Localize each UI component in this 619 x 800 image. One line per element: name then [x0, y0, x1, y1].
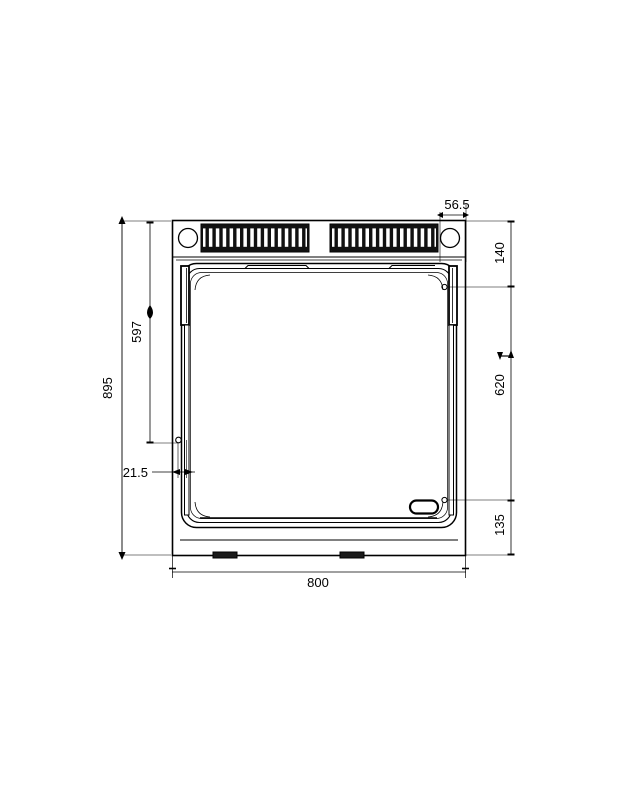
oven-door-panel[interactable] [175, 262, 458, 529]
door-handle-strip-right[interactable] [448, 265, 458, 516]
support-foot-right [339, 551, 365, 559]
dimension-label-door-height: 597 [129, 321, 144, 343]
door-top-trim-right [355, 264, 435, 270]
dimension-door-height: 597 [129, 221, 178, 444]
door-corner-detail-bottom-left [194, 501, 211, 518]
support-feet-group [212, 551, 365, 559]
dimension-label-cavity-height: 620 [492, 374, 507, 396]
dimension-base-height: 135 [447, 499, 515, 556]
dimension-plinth-offset: 21.5 [123, 440, 195, 480]
dimension-top-panel-height: 140 [447, 220, 515, 288]
dimension-label-overall-height: 895 [100, 377, 115, 399]
dimension-label-plinth-offset: 21.5 [123, 465, 148, 480]
door-corner-detail-top-right [427, 274, 444, 291]
dimension-arrow-marker-597 [147, 305, 153, 319]
dimension-overall-width: 800 [169, 556, 469, 590]
door-handle-strip-left[interactable] [180, 265, 190, 516]
dimension-control-inset: 56.5 [437, 197, 470, 262]
burner-ring-icon-right [439, 227, 461, 249]
dimension-label-top-panel-height: 140 [492, 242, 507, 264]
door-glass-outline [190, 272, 448, 519]
top-panel-group [177, 223, 461, 253]
door-corner-detail-bottom-right [427, 501, 444, 518]
dimension-label-overall-width: 800 [307, 575, 329, 590]
grille-slats-right [332, 226, 436, 250]
door-top-trim-left [199, 264, 355, 270]
door-corner-detail-top-left [194, 274, 211, 291]
hinge-pin-left [175, 436, 182, 444]
dimension-overall-height: 895 [100, 216, 171, 560]
support-foot-left [212, 551, 238, 559]
door-latch-oval[interactable] [408, 499, 440, 515]
grille-slats-left [203, 226, 307, 250]
dimension-label-base-height: 135 [492, 514, 507, 536]
ventilation-grille-left [200, 223, 310, 253]
dimension-label-control-inset: 56.5 [444, 197, 469, 212]
ventilation-grille-right [329, 223, 439, 253]
dimension-cavity-height: 620 [492, 287, 514, 500]
burner-ring-icon-left [177, 227, 199, 249]
